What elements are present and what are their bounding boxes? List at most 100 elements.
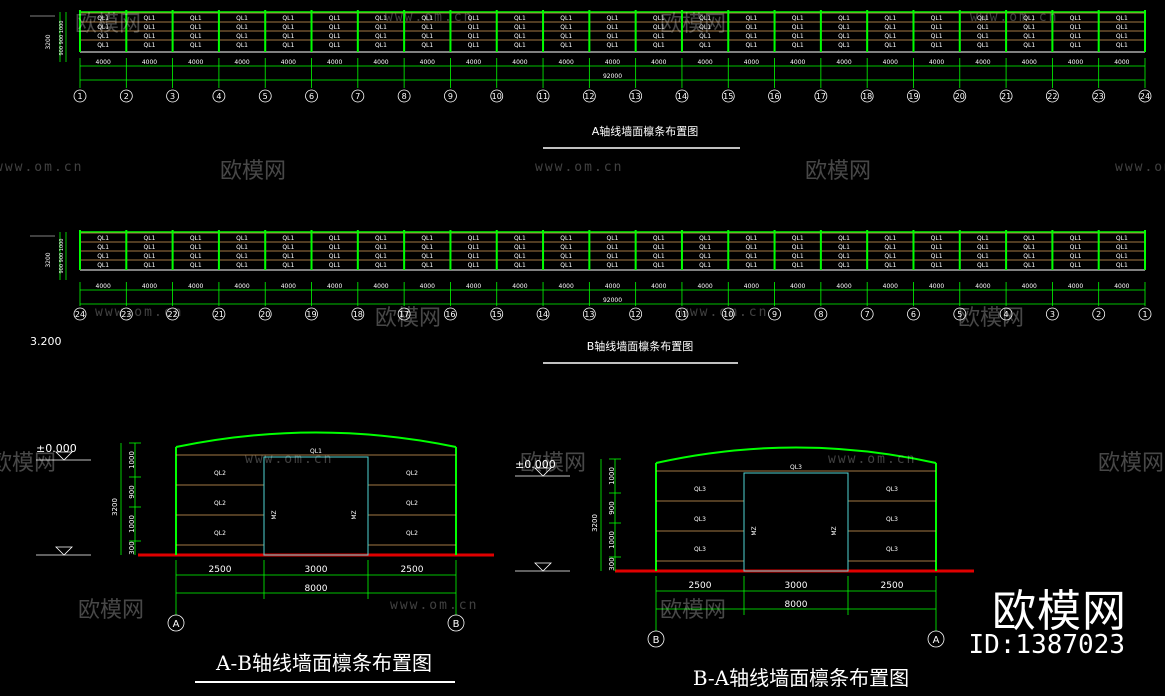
bay-dimension: 4000	[836, 59, 851, 66]
purlin-label: QL1	[884, 15, 896, 22]
total-height: 3200	[591, 514, 599, 532]
purlin-label: QL1	[468, 24, 480, 31]
total-dimension: 92000	[603, 297, 622, 304]
purlin-label: QL1	[699, 42, 711, 49]
axis-label: A	[173, 619, 180, 630]
bay-dimension: 4000	[420, 59, 435, 66]
purlin-label: QL1	[653, 24, 665, 31]
purlin-label: QL1	[977, 253, 989, 260]
purlin-label: QL1	[1023, 42, 1035, 49]
axis-label: 14	[677, 92, 687, 101]
side-purlin-label: QL2	[406, 530, 418, 537]
axis-label: 17	[399, 310, 409, 319]
axis-label: 2	[124, 92, 129, 101]
vertical-dimension: 900	[608, 501, 616, 514]
axis-bubble	[119, 307, 133, 321]
purlin-label: QL1	[560, 15, 572, 22]
watermark-url: www.om.cn	[95, 305, 184, 320]
total-width: 8000	[305, 584, 328, 594]
purlin-label: QL1	[236, 42, 248, 49]
purlin-label: QL1	[977, 42, 989, 49]
axis-bubble	[860, 307, 874, 321]
drawing-title: A-B轴线墙面檩条布置图	[215, 651, 432, 675]
purlin-label: QL1	[1023, 262, 1035, 269]
purlin-label: QL1	[97, 262, 109, 269]
axis-bubble	[582, 307, 596, 321]
axis-bubble	[999, 307, 1013, 321]
axis-label: 3	[170, 92, 175, 101]
axis-bubble	[305, 307, 318, 321]
axis-bubble	[490, 89, 504, 103]
axis-label: 21	[1001, 92, 1011, 101]
purlin-label: QL1	[699, 235, 711, 242]
axis-bubble	[675, 89, 689, 103]
vertical-dimension: 900 900 1000	[59, 239, 65, 274]
axis-label: 17	[816, 92, 826, 101]
purlin-label: QL1	[977, 15, 989, 22]
purlin-label: QL1	[375, 235, 387, 242]
axis-label: 8	[402, 92, 407, 101]
purlin-label: QL1	[931, 235, 943, 242]
purlin-label: QL1	[236, 235, 248, 242]
purlin-label: QL1	[1023, 33, 1035, 40]
purlin-label: QL1	[699, 253, 711, 260]
purlin-label: QL1	[1116, 15, 1128, 22]
purlin-label: QL1	[838, 24, 850, 31]
purlin-label: QL1	[282, 24, 294, 31]
arched-roof	[655, 446, 937, 464]
axis-label: 1	[77, 92, 82, 101]
purlin-label: QL1	[375, 42, 387, 49]
bay-dimension: 4000	[1022, 59, 1037, 66]
purlin-label: QL1	[745, 262, 757, 269]
axis-bubble	[536, 89, 550, 103]
vertical-dimension: 3200	[45, 34, 52, 49]
vertical-dimension: 900 900 1000	[59, 21, 65, 56]
purlin-label: QL1	[375, 24, 387, 31]
axis-label: 13	[584, 310, 594, 319]
purlin-label: QL1	[884, 262, 896, 269]
bay-dimension: 4000	[1114, 59, 1129, 66]
purlin-label: QL1	[190, 262, 202, 269]
side-purlin-label: QL3	[694, 516, 706, 523]
watermark-url: www.om.cn	[680, 305, 769, 320]
axis-label: 19	[908, 92, 918, 101]
purlin-label: QL1	[1116, 235, 1128, 242]
axis-bubble	[166, 89, 180, 103]
axis-label: 4	[1004, 310, 1009, 319]
brand-id: ID:1387023	[968, 630, 1125, 660]
bay-dimension: 4000	[651, 59, 666, 66]
purlin-label: QL1	[421, 244, 433, 251]
purlin-label: QL1	[1116, 253, 1128, 260]
axis-bubble	[647, 630, 665, 648]
purlin-label: QL1	[514, 42, 526, 49]
watermark-logo: 欧模网	[375, 306, 442, 331]
purlin-label: QL1	[97, 42, 109, 49]
purlin-label: QL1	[931, 15, 943, 22]
purlin-label: QL1	[514, 262, 526, 269]
purlin-label: QL1	[1070, 244, 1082, 251]
axis-bubble	[1045, 307, 1059, 321]
purlin-label: QL1	[421, 24, 433, 31]
purlin-label: QL1	[792, 33, 804, 40]
roof-purlin-label: QL3	[790, 464, 802, 471]
purlin-label: QL1	[514, 235, 526, 242]
watermark-logo: 欧模网	[78, 598, 145, 623]
axis-bubble	[1138, 89, 1152, 103]
purlin-label: QL1	[607, 42, 619, 49]
watermark-logo: 欧模网	[958, 306, 1025, 331]
watermark-url: www.om.cn	[0, 160, 84, 175]
purlin-label: QL1	[1070, 42, 1082, 49]
purlin-label: QL1	[699, 15, 711, 22]
purlin-label: QL1	[792, 244, 804, 251]
watermark-url: www.om.cn	[535, 160, 624, 175]
door-post-label: MZ	[351, 510, 358, 519]
bay-dimension: 4000	[883, 283, 898, 290]
purlin-label: QL1	[144, 235, 156, 242]
purlin-label: QL1	[421, 253, 433, 260]
purlin-label: QL1	[190, 235, 202, 242]
watermark-logo: 欧模网	[220, 159, 287, 184]
purlin-label: QL1	[375, 15, 387, 22]
purlin-label: QL1	[560, 253, 572, 260]
purlin-label: QL1	[468, 33, 480, 40]
